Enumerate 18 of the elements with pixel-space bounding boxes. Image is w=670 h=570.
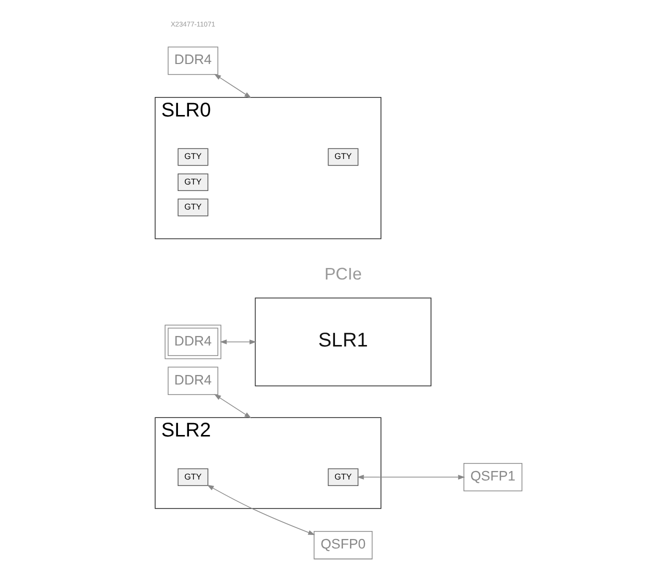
node-box: GTY [327,148,358,166]
node-box: GTY [327,468,358,486]
arrow [219,340,256,344]
node-box: GTY [177,468,208,486]
node-box: DDR4 [164,324,221,360]
arrow [214,74,251,98]
node-box: SLR1 [254,298,431,386]
node-box: QSFP0 [313,531,372,560]
arrow [356,474,465,480]
node-box: GTY [177,173,208,192]
node-box: GTY [177,198,208,216]
arrow [206,484,315,536]
node-box: DDR4 [167,366,218,396]
node-box: QSFP1 [462,463,522,492]
node-box: DDR4 [167,46,218,75]
label: PCIe [324,264,362,284]
arrow [214,394,251,418]
node-box: GTY [177,148,208,166]
